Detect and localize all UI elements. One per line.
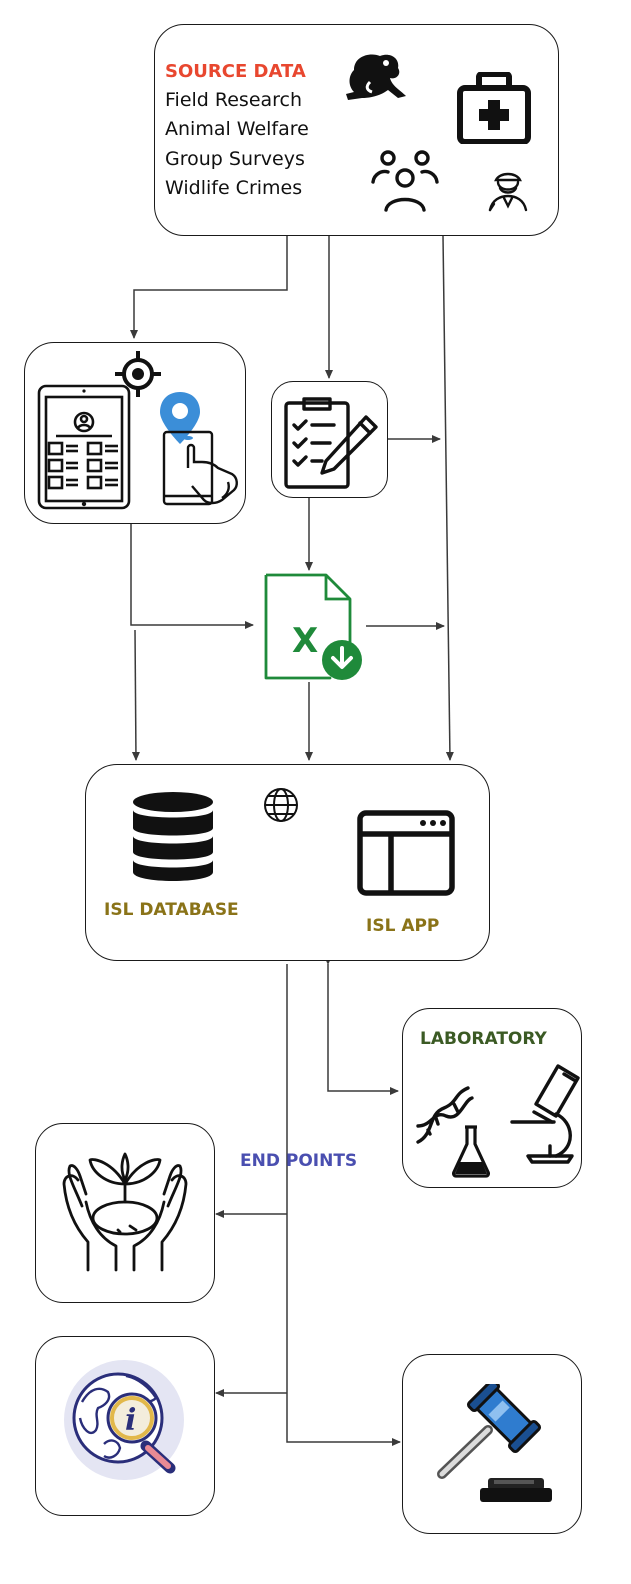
- excel-download-icon: X: [264, 573, 362, 680]
- gavel-icon: [437, 1384, 552, 1502]
- laboratory-label: LABORATORY: [420, 1029, 547, 1049]
- source-data-title: SOURCE DATA: [165, 61, 306, 82]
- database-icon: [133, 792, 213, 881]
- hands-plant-icon: [62, 1152, 188, 1272]
- flask-icon: [452, 1125, 490, 1178]
- arrow-database-laboratory: [324, 956, 399, 1095]
- arrow-source-to-database: [442, 235, 454, 761]
- source-item-group-surveys: Group Surveys: [165, 148, 305, 170]
- dna-icon: [416, 1086, 474, 1144]
- people-group-icon: [371, 150, 439, 212]
- source-item-field-research: Field Research: [165, 89, 303, 111]
- arrow-endpoint-trunk: [286, 964, 401, 1446]
- first-aid-kit-icon: [457, 72, 531, 144]
- arrow-source-to-mobile: [130, 236, 288, 339]
- source-item-wildlife-crimes: Widlife Crimes: [165, 177, 303, 199]
- officer-icon: [488, 172, 528, 212]
- info-globe-icon: i: [64, 1360, 184, 1480]
- checklist-icon: [284, 397, 378, 489]
- frog-icon: [346, 54, 406, 100]
- source-item-animal-welfare: Animal Welfare: [165, 118, 309, 140]
- globe-icon: [264, 788, 298, 822]
- app-window-icon: [357, 810, 455, 896]
- microscope-icon: [510, 1064, 580, 1164]
- phone-location-icon: [160, 392, 238, 506]
- svg-text:i: i: [125, 1403, 136, 1438]
- arrow-mobile-to-database: [131, 629, 140, 761]
- svg-text:X: X: [292, 621, 318, 661]
- arrow-mobile-to-excel: [130, 524, 254, 629]
- gps-target-icon: [115, 351, 161, 397]
- end-points-label: END POINTS: [240, 1151, 358, 1171]
- isl-database-label: ISL DATABASE: [104, 900, 239, 920]
- isl-app-label: ISL APP: [366, 916, 440, 936]
- tablet-form-icon: [37, 384, 131, 510]
- laboratory-box: [402, 1008, 582, 1188]
